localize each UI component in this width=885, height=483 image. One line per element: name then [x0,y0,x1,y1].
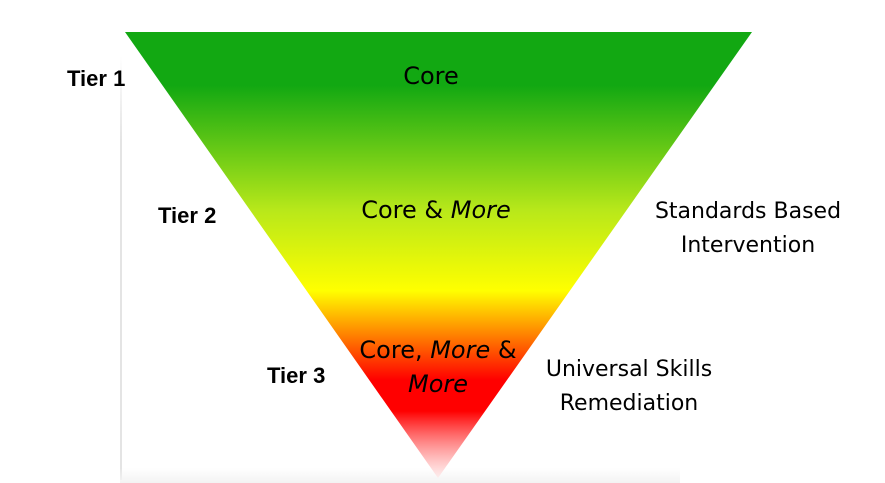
core-and-more-prefix: Core & [361,196,451,224]
core-more-more-emphasis-1: More [430,336,491,364]
core-more-more-line1: Core, More & [338,333,538,367]
core-more-more-label: Core, More & More [338,333,538,401]
bottom-shadow [120,468,680,483]
core-more-more-emphasis-2: More [407,370,469,398]
left-divider-line [120,56,122,480]
core-more-more-prefix: Core, [359,336,431,364]
tier-2-label: Tier 2 [158,203,217,228]
standards-line-2: Intervention [680,233,816,258]
tier-1-label: Tier 1 [67,66,126,91]
core-more-more-suffix: & [490,336,517,364]
remediation-line-2: Remediation [559,391,699,416]
tier-3-label: Tier 3 [267,363,326,388]
standards-intervention-label: Standards Based Intervention [638,195,858,263]
core-and-more-emphasis: More [450,196,511,224]
core-level-label: Core [403,62,459,90]
standards-line-1: Standards Based [654,199,842,224]
core-and-more-label: Core & More [336,196,536,224]
remediation-line-1: Universal Skills [545,357,713,382]
universal-remediation-label: Universal Skills Remediation [519,353,739,421]
pyramid-triangle [125,32,752,478]
